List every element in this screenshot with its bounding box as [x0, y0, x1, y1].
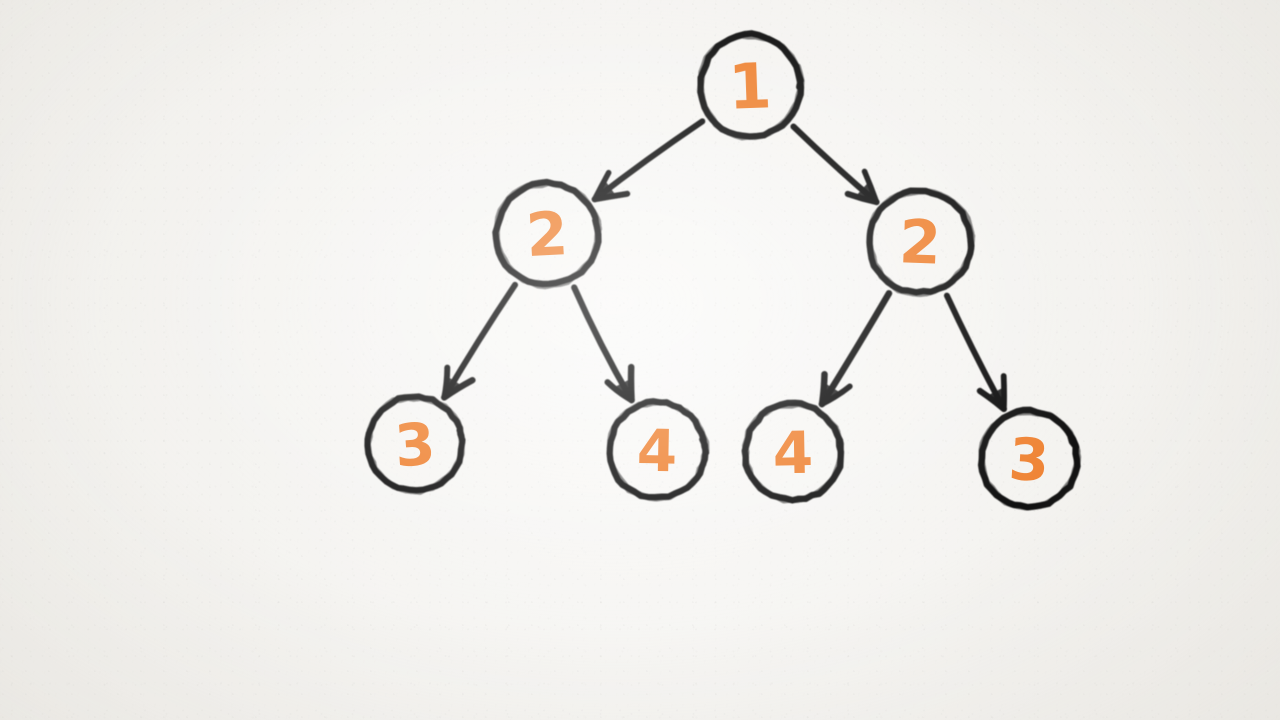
- edge-root-to-right-2: [790, 123, 880, 206]
- tree-node-circle-4[interactable]: [606, 398, 710, 502]
- node-value-n-rl: 4: [772, 418, 814, 488]
- node-value-n-lr: 4: [636, 416, 678, 486]
- tree-node-circle-3[interactable]: [977, 406, 1082, 511]
- edges-layer: [441, 118, 1007, 413]
- edge-left2-to-4: [571, 284, 635, 404]
- edge-root-to-left-2: [591, 118, 706, 203]
- nodes-layer: [364, 30, 1082, 511]
- node-value-root: 1: [727, 49, 773, 124]
- node-value-n-rr: 3: [1007, 424, 1051, 496]
- tree-node-circle-2[interactable]: [866, 187, 976, 298]
- tree-node-circle-2[interactable]: [492, 178, 603, 290]
- node-value-n-l: 2: [524, 198, 570, 272]
- edge-right2-to-3: [943, 292, 1007, 413]
- node-value-n-ll: 3: [392, 409, 438, 481]
- node-value-n-r: 2: [897, 207, 943, 279]
- tree-node-circle-4[interactable]: [741, 399, 845, 504]
- edge-right2-to-4: [818, 290, 893, 408]
- tree-node-circle-3[interactable]: [364, 393, 466, 495]
- edge-left2-to-3: [441, 281, 519, 401]
- tree-node-circle-1[interactable]: [697, 30, 805, 141]
